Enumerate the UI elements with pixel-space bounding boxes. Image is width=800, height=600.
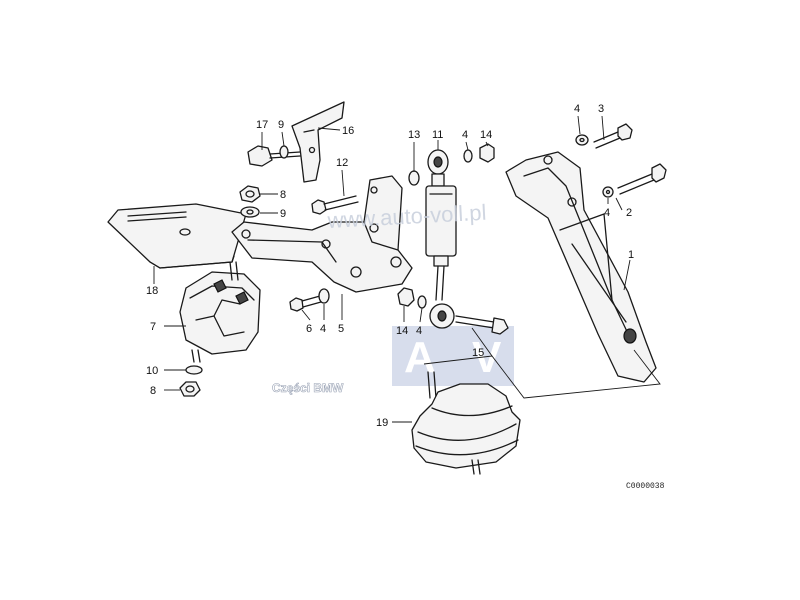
part-8-nut-upper [239, 185, 261, 203]
part-9-washer-upper [279, 145, 289, 159]
part-4-washer-arm-top [575, 134, 589, 146]
callout-4-damper-bottom: 4 [416, 325, 422, 337]
part-10-washer [185, 365, 203, 375]
callout-14-upper: 14 [480, 129, 492, 141]
leader-lines [153, 115, 661, 423]
part-8-nut-lower [179, 381, 201, 397]
part-12-bolt [311, 195, 359, 215]
part-16-small-bracket [291, 101, 345, 183]
part-17-bolt [247, 145, 301, 167]
callout-4-damper-top: 4 [462, 129, 468, 141]
part-7-engine-mount [179, 261, 261, 363]
part-5-bracket [231, 175, 413, 293]
part-2-bolt [617, 163, 667, 195]
callout-10: 10 [146, 365, 158, 377]
part-14-nut-top [479, 143, 495, 163]
part-13-bushing [408, 170, 420, 186]
part-14-nut-bottom [397, 287, 415, 307]
callout-14-lower: 14 [396, 325, 408, 337]
part-19-rubber-mount [411, 371, 521, 475]
callout-6: 6 [306, 323, 312, 335]
callout-11: 11 [432, 129, 443, 141]
callout-19: 19 [376, 417, 388, 429]
part-4-washer-arm-bottom [602, 186, 614, 198]
callout-7: 7 [150, 321, 156, 333]
part-4-washer-top [463, 149, 473, 163]
part-3-bolt [593, 123, 633, 149]
callout-18: 18 [146, 285, 158, 297]
callout-4-arm-bottom: 4 [604, 207, 610, 219]
callout-15: 15 [472, 347, 484, 359]
part-6-bolt [289, 295, 322, 312]
callout-4-mid: 4 [320, 323, 326, 335]
watermark-parts-text: Części BMW [272, 381, 344, 395]
logo-letter-a: A [404, 333, 436, 382]
callout-9-upper: 9 [278, 119, 284, 131]
callout-9-lower: 9 [280, 208, 286, 220]
callout-3: 3 [598, 103, 604, 115]
part-11-damper [425, 149, 457, 329]
part-9-washer-lower [240, 206, 260, 218]
part-4-washer-bottom [417, 295, 427, 309]
diagram-code: C0000038 [626, 482, 665, 491]
callout-8-upper: 8 [280, 189, 286, 201]
callout-17: 17 [256, 119, 268, 131]
part-18-mounting-plate [107, 203, 247, 269]
callout-16: 16 [342, 125, 354, 137]
part-1-support-arm [505, 151, 657, 383]
watermark-logo: A V [392, 326, 514, 386]
callout-8-lower: 8 [150, 385, 156, 397]
callout-2: 2 [626, 207, 632, 219]
callout-5: 5 [338, 323, 344, 335]
callout-numbers: 17 9 16 13 11 4 14 4 3 12 8 9 4 2 1 18 7… [146, 103, 634, 429]
callout-4-arm-top: 4 [574, 103, 580, 115]
part-4-washer-mid [318, 288, 330, 304]
part-15-bolt [455, 315, 509, 335]
watermark-url: www.auto-voll.pl [326, 200, 487, 233]
callout-12: 12 [336, 157, 348, 169]
callout-13: 13 [408, 129, 420, 141]
callout-1: 1 [628, 249, 634, 261]
